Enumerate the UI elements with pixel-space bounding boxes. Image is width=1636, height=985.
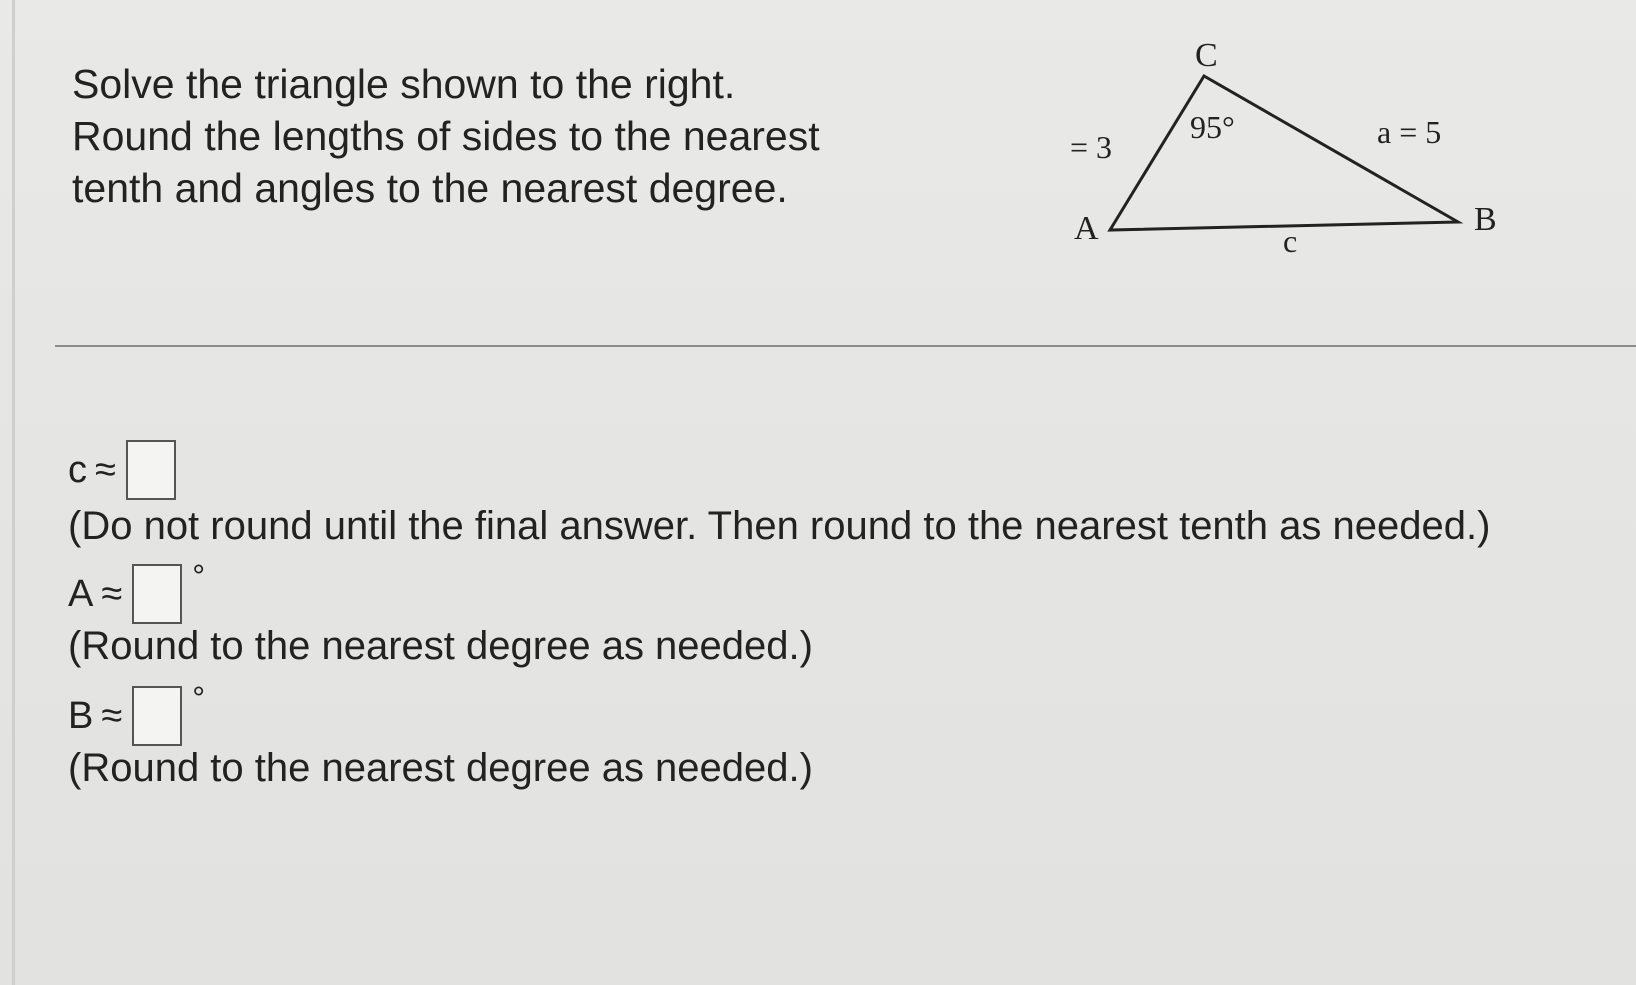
answer-row-c: c ≈ xyxy=(68,440,176,500)
side-a-label: a = 5 xyxy=(1377,114,1441,150)
problem-line-2: Round the lengths of sides to the neares… xyxy=(72,113,820,159)
variable-a-label: A xyxy=(68,572,94,615)
section-divider xyxy=(55,345,1636,347)
triangle-shape xyxy=(1107,73,1464,232)
window-edge xyxy=(12,0,15,985)
vertex-b-label: B xyxy=(1474,201,1497,238)
approx-symbol: ≈ xyxy=(101,572,123,615)
vertex-a-label: A xyxy=(1074,210,1099,247)
problem-line-1: Solve the triangle shown to the right. xyxy=(72,61,736,107)
approx-symbol: ≈ xyxy=(95,448,116,491)
triangle-figure: C A B 95° b = 3 a = 5 c xyxy=(1070,30,1590,280)
variable-c-label: c xyxy=(68,448,87,491)
degree-symbol: ° xyxy=(192,558,206,594)
problem-statement: Solve the triangle shown to the right. R… xyxy=(72,58,972,214)
answer-input-a[interactable] xyxy=(132,564,183,624)
answer-input-b[interactable] xyxy=(132,686,183,746)
answer-row-a: A ≈ ° xyxy=(68,558,205,624)
vertex-c-label: C xyxy=(1195,37,1218,74)
answer-row-b: B ≈ ° xyxy=(68,680,205,746)
instruction-a: (Round to the nearest degree as needed.) xyxy=(68,624,813,668)
variable-b-label: B xyxy=(68,694,94,737)
side-c-label: c xyxy=(1283,223,1297,259)
instruction-b: (Round to the nearest degree as needed.) xyxy=(68,746,813,790)
instruction-c: (Do not round until the final answer. Th… xyxy=(68,504,1491,548)
problem-line-3: tenth and angles to the nearest degree. xyxy=(72,165,788,211)
degree-symbol: ° xyxy=(192,680,206,716)
angle-c-label: 95° xyxy=(1190,109,1235,145)
approx-symbol: ≈ xyxy=(101,694,123,737)
side-b-label: b = 3 xyxy=(1070,129,1112,165)
answer-input-c[interactable] xyxy=(125,440,176,500)
